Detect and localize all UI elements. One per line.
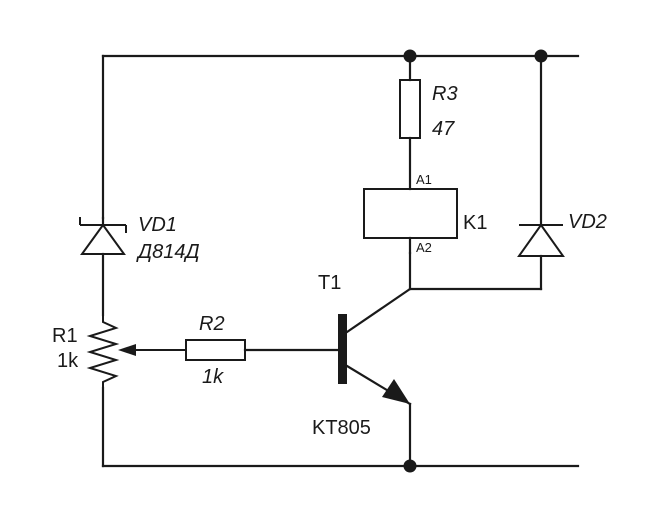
junction-dot-bottom bbox=[403, 459, 417, 473]
r1-value-label: 1k bbox=[57, 350, 79, 372]
r3-name-label: R3 bbox=[432, 83, 458, 105]
k1-name-label: K1 bbox=[463, 212, 487, 234]
k1-pin-a2-label: A2 bbox=[416, 240, 432, 255]
t1-transistor bbox=[338, 287, 412, 406]
r2-value-label: 1k bbox=[202, 366, 224, 388]
r2-resistor bbox=[185, 339, 246, 361]
r3-resistor bbox=[399, 79, 421, 139]
r1-name-label: R1 bbox=[52, 325, 78, 347]
k1-relay-coil bbox=[363, 188, 458, 239]
vd1-type-label: Д814Д bbox=[136, 241, 200, 263]
r2-name-label: R2 bbox=[199, 313, 225, 335]
vd1-zener-diode bbox=[79, 216, 127, 255]
t1-name-label: T1 bbox=[318, 272, 341, 294]
r1-wiper-arrow bbox=[118, 344, 186, 356]
junction-dot-r3-top bbox=[403, 49, 417, 63]
vd2-diode bbox=[517, 223, 565, 257]
vd1-name-label: VD1 bbox=[138, 214, 177, 236]
junction-dot-vd2-top bbox=[534, 49, 548, 63]
r3-value-label: 47 bbox=[432, 118, 455, 140]
r1-potentiometer bbox=[86, 315, 120, 388]
t1-type-label: KT805 bbox=[312, 417, 371, 439]
vd2-name-label: VD2 bbox=[568, 211, 607, 233]
k1-pin-a1-label: A1 bbox=[416, 172, 432, 187]
